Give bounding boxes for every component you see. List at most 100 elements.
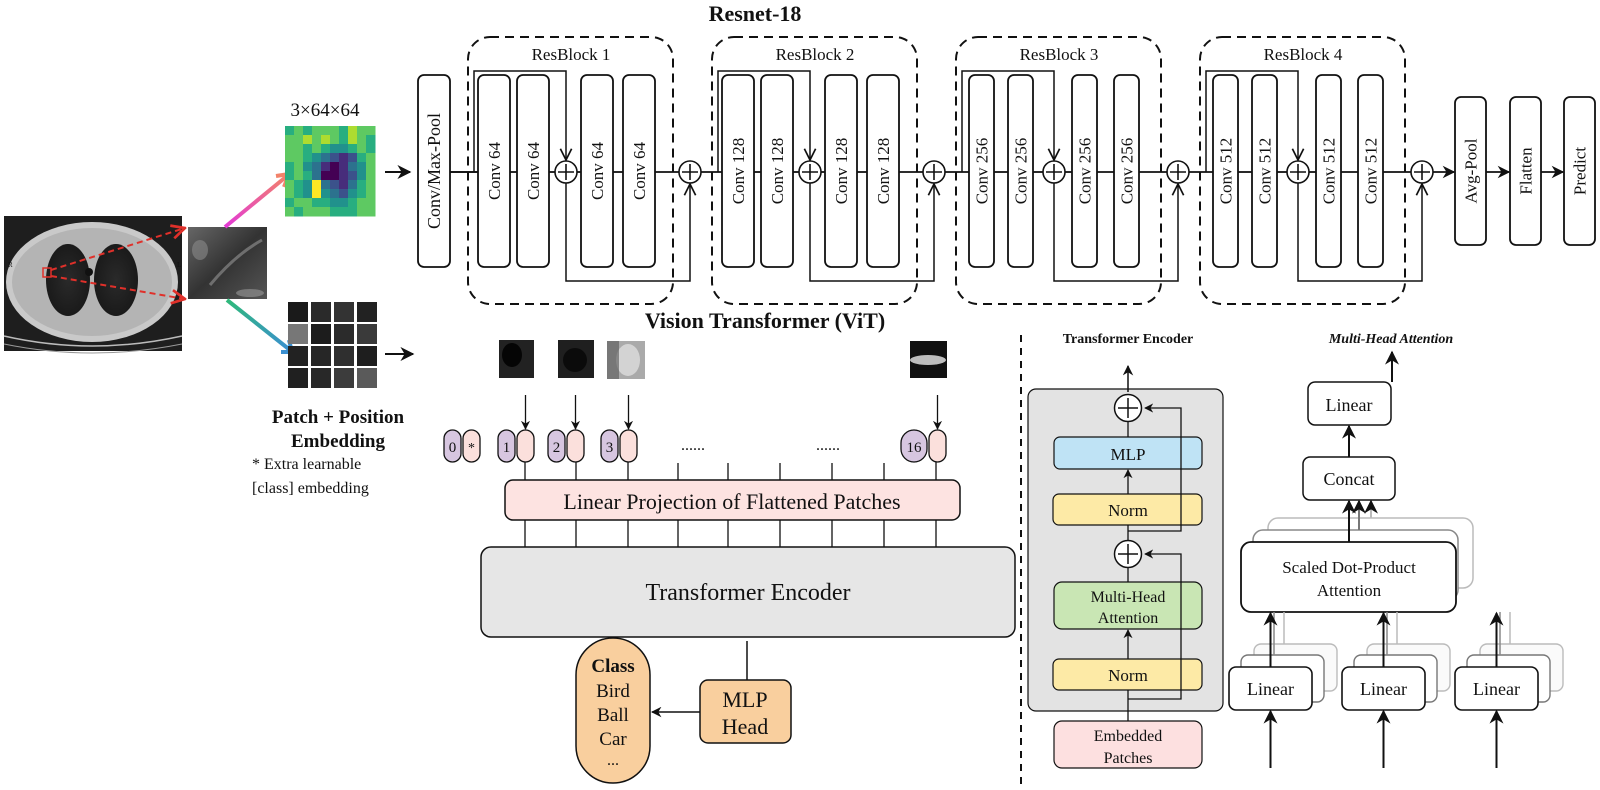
heatmap-cell — [312, 180, 322, 190]
zoom-line-top — [50, 228, 185, 271]
heatmap-cell — [312, 189, 322, 199]
position-token-label: 3 — [606, 440, 614, 456]
skip-connection-bottom — [809, 183, 934, 282]
heatmap-cell — [348, 144, 358, 154]
patch-tile — [334, 324, 354, 344]
resblock-1-frame — [467, 36, 674, 305]
heatmap-cell — [312, 144, 322, 154]
heatmap-cell — [321, 171, 331, 181]
heatmap-cell — [330, 144, 340, 154]
sdpa-label-line2: Attention — [1317, 581, 1382, 600]
plus-glyph — [1414, 164, 1430, 180]
patch-3-image — [607, 341, 645, 379]
concat-label: Concat — [1324, 469, 1375, 489]
input-dimension-label: 3×64×64 — [291, 100, 360, 121]
heatmap-cell — [303, 144, 313, 154]
heatmap-cell — [357, 126, 367, 136]
heatmap-cell — [294, 135, 304, 145]
heatmap-cell — [357, 189, 367, 199]
patch-token — [516, 429, 535, 463]
heatmap-cell — [303, 180, 313, 190]
conv-label: Conv 128 — [768, 138, 787, 205]
heatmap-cell — [294, 162, 304, 172]
class-token-note-line1: * Extra learnable — [252, 456, 361, 473]
heatmap-cell — [348, 180, 358, 190]
conv-label: Conv 64 — [630, 141, 649, 200]
conv-box — [1071, 74, 1098, 268]
mha-linear-input-label: Linear — [1473, 679, 1520, 699]
conv-label: Conv 128 — [832, 138, 851, 205]
heatmap-cell — [330, 126, 340, 136]
resblock-3-label: ResBlock 3 — [1020, 45, 1099, 64]
mha-linear-input-label: Linear — [1247, 679, 1294, 699]
patch-1-image — [499, 340, 534, 378]
stem-label: Conv/Max-Pool — [424, 113, 444, 229]
ct-label-r: R — [8, 261, 13, 269]
plus-glyph — [1118, 544, 1138, 564]
resblock-4-label: ResBlock 4 — [1264, 45, 1343, 64]
conv-label: Conv 512 — [1362, 138, 1381, 205]
heatmap-cell — [312, 171, 322, 181]
arrow-to-resnet-input — [223, 174, 289, 229]
encoder-detail-title: Transformer Encoder — [1063, 332, 1194, 347]
heatmap-cell — [330, 162, 340, 172]
sdpa-label-line1: Scaled Dot-Product — [1282, 558, 1416, 577]
heatmap-cell — [294, 198, 304, 208]
cropped-nodule-patch — [188, 227, 267, 299]
conv-box — [1113, 74, 1140, 268]
patch-token — [566, 429, 585, 463]
ct-label-l: L — [177, 261, 181, 269]
heatmap-cell — [348, 135, 358, 145]
skip-connection-top — [473, 70, 566, 172]
patch-token — [619, 429, 638, 463]
skip-connection-top — [1205, 70, 1298, 172]
resblock-2-label: ResBlock 2 — [776, 45, 855, 64]
embedded-label-line1: Embedded — [1094, 728, 1162, 745]
heatmap-cell — [312, 135, 322, 145]
heatmap-cell — [321, 144, 331, 154]
heatmap-cell — [321, 126, 331, 136]
heatmap-cell — [303, 126, 313, 136]
conv-label: Conv 512 — [1320, 138, 1339, 205]
position-token-label: 2 — [553, 440, 561, 456]
mlp-head-label-line1: MLP — [722, 687, 767, 712]
patch-tile — [288, 368, 308, 388]
patch-tile — [311, 346, 331, 366]
skip-connection-top — [717, 70, 810, 172]
embedded-label-line2: Patches — [1104, 750, 1153, 767]
heatmap-cell — [348, 171, 358, 181]
position-token-label: 0 — [449, 440, 457, 456]
heatmap-cell — [348, 126, 358, 136]
heatmap-cell — [330, 135, 340, 145]
head-label: Flatten — [1517, 147, 1536, 195]
class-item: Bird — [596, 681, 630, 702]
mha-label-line2: Attention — [1098, 610, 1158, 627]
mlp-head-label-line2: Head — [722, 714, 768, 739]
heatmap-cell — [339, 144, 349, 154]
heatmap-cell — [348, 198, 358, 208]
conv-box — [1212, 74, 1239, 268]
heatmap-cell — [285, 162, 295, 172]
conv-box — [1357, 74, 1384, 268]
conv-box — [968, 74, 995, 268]
heatmap-cell — [294, 171, 304, 181]
class-token-marker: * — [468, 441, 475, 456]
patch-tile — [334, 368, 354, 388]
stem-conv-maxpool-box — [417, 74, 451, 268]
heatmap-cell — [303, 135, 313, 145]
plus-glyph — [558, 164, 574, 180]
heatmap-cell — [294, 153, 304, 163]
skip-connection-top — [961, 70, 1054, 172]
residual-arrow-top — [1128, 403, 1182, 532]
heatmap-cell — [321, 198, 331, 208]
patch-tile — [288, 324, 308, 344]
heatmap-cell — [366, 207, 376, 217]
ellipsis: ...... — [816, 437, 840, 454]
heatmap-cell — [366, 198, 376, 208]
head-avg-pool-box — [1454, 96, 1487, 246]
conv-box — [721, 74, 755, 268]
heatmap-cell — [321, 180, 331, 190]
heatmap-cell — [321, 135, 331, 145]
